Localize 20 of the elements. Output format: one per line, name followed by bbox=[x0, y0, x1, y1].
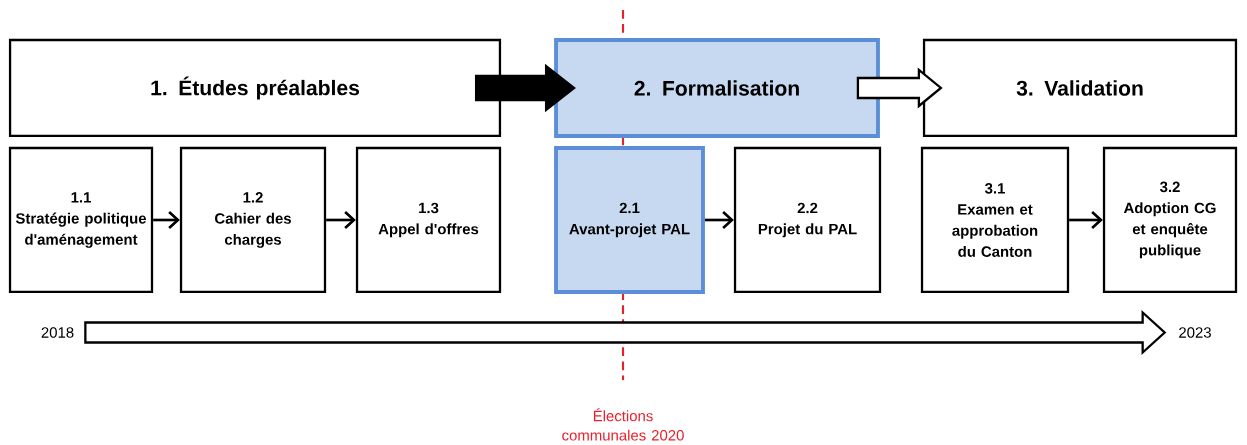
phase-box: 1. Études préalables bbox=[8, 38, 502, 138]
phase-box: 3. Validation bbox=[922, 38, 1238, 138]
step-box: 3.1 Examen et approbation du Canton bbox=[920, 146, 1070, 294]
year-label: 2018 bbox=[41, 327, 74, 338]
arrow bbox=[326, 211, 356, 229]
arrow bbox=[153, 211, 180, 229]
timeline-arrow bbox=[84, 309, 1167, 356]
step-box: 1.1 Stratégie politique d'aménagement bbox=[8, 146, 154, 294]
arrow bbox=[704, 211, 734, 229]
step-box: 2.1 Avant-projet PAL bbox=[554, 146, 705, 294]
block-arrow bbox=[474, 63, 576, 113]
arrow bbox=[1069, 211, 1103, 229]
step-box: 1.3 Appel d'offres bbox=[355, 146, 502, 294]
step-box: 3.2 Adoption CG et enquête publique bbox=[1102, 146, 1238, 294]
year-label: 2023 bbox=[1179, 327, 1211, 338]
step-box: 2.2 Projet du PAL bbox=[733, 146, 882, 294]
phase-box: 2. Formalisation bbox=[554, 38, 880, 138]
step-box: 1.2 Cahier des charges bbox=[179, 146, 327, 294]
block-arrow bbox=[856, 67, 943, 109]
note-text: Élections communales 2020 bbox=[562, 408, 684, 441]
